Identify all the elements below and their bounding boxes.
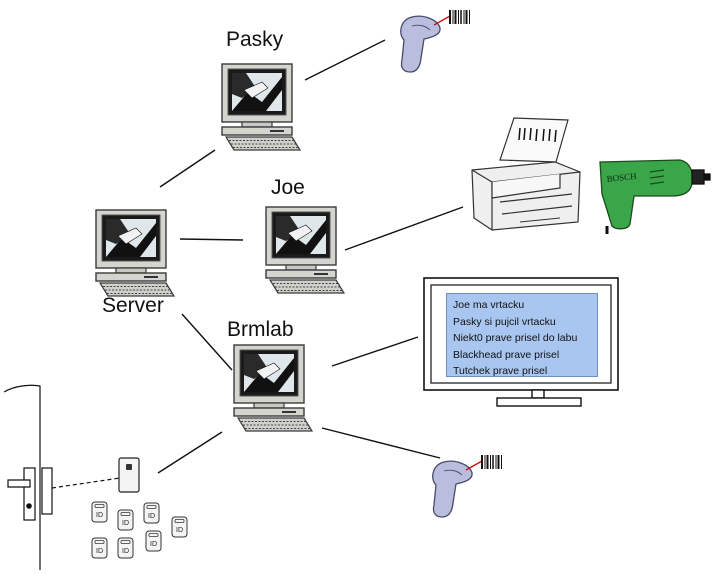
barcode-scanner-icon: [431, 454, 503, 518]
link-server-brmlab: [181, 313, 233, 371]
link-joe-printer: [344, 206, 464, 251]
node-label-pasky: Pasky: [226, 28, 284, 51]
rfid-tag-icon: [91, 537, 108, 559]
link-server-pasky: [159, 149, 216, 188]
display-message: Blackhead prave prisel: [453, 348, 560, 361]
link-server-joe: [179, 238, 244, 241]
drill-brand-text: BOSCH: [606, 171, 637, 184]
door-icon: [3, 384, 121, 570]
computer-icon: [233, 344, 313, 432]
display-message-panel: Joe ma vrtacku Pasky si pujcil vrtacku N…: [446, 293, 598, 377]
drill-icon: BOSCH: [599, 159, 711, 234]
link-brmlab-display: [331, 336, 419, 367]
connection-lines: [157, 39, 464, 474]
computer-icon: [265, 206, 345, 294]
rfid-tag-icon: [171, 516, 188, 538]
node-label-joe: Joe: [271, 176, 305, 199]
rfid-tag-icon: [145, 530, 162, 552]
display-message: Niekt0 prave prisel do labu: [453, 332, 578, 345]
display-message: Joe ma vrtacku: [453, 299, 525, 311]
rfid-tag-icon: [143, 502, 160, 524]
node-label-brmlab: Brmlab: [227, 318, 294, 341]
computer-icon: [95, 209, 175, 297]
link-pasky-scanner: [304, 39, 386, 81]
node-label-server: Server: [102, 294, 164, 317]
rfid-reader-icon: [118, 457, 140, 493]
rfid-tag-icon: [117, 509, 134, 531]
computer-icon: [221, 63, 301, 151]
link-brmlab-door: [157, 431, 223, 474]
display-message: Tutchek prave prisel: [453, 365, 548, 378]
link-brmlab-scanner: [321, 427, 441, 459]
printer-icon: [471, 117, 581, 231]
barcode-scanner-icon: [399, 9, 471, 73]
display-message: Pasky si pujcil vrtacku: [453, 315, 556, 328]
rfid-tag-icon: [91, 501, 108, 523]
rfid-tag-icon: [117, 537, 134, 559]
rfid-tags: [91, 501, 188, 559]
